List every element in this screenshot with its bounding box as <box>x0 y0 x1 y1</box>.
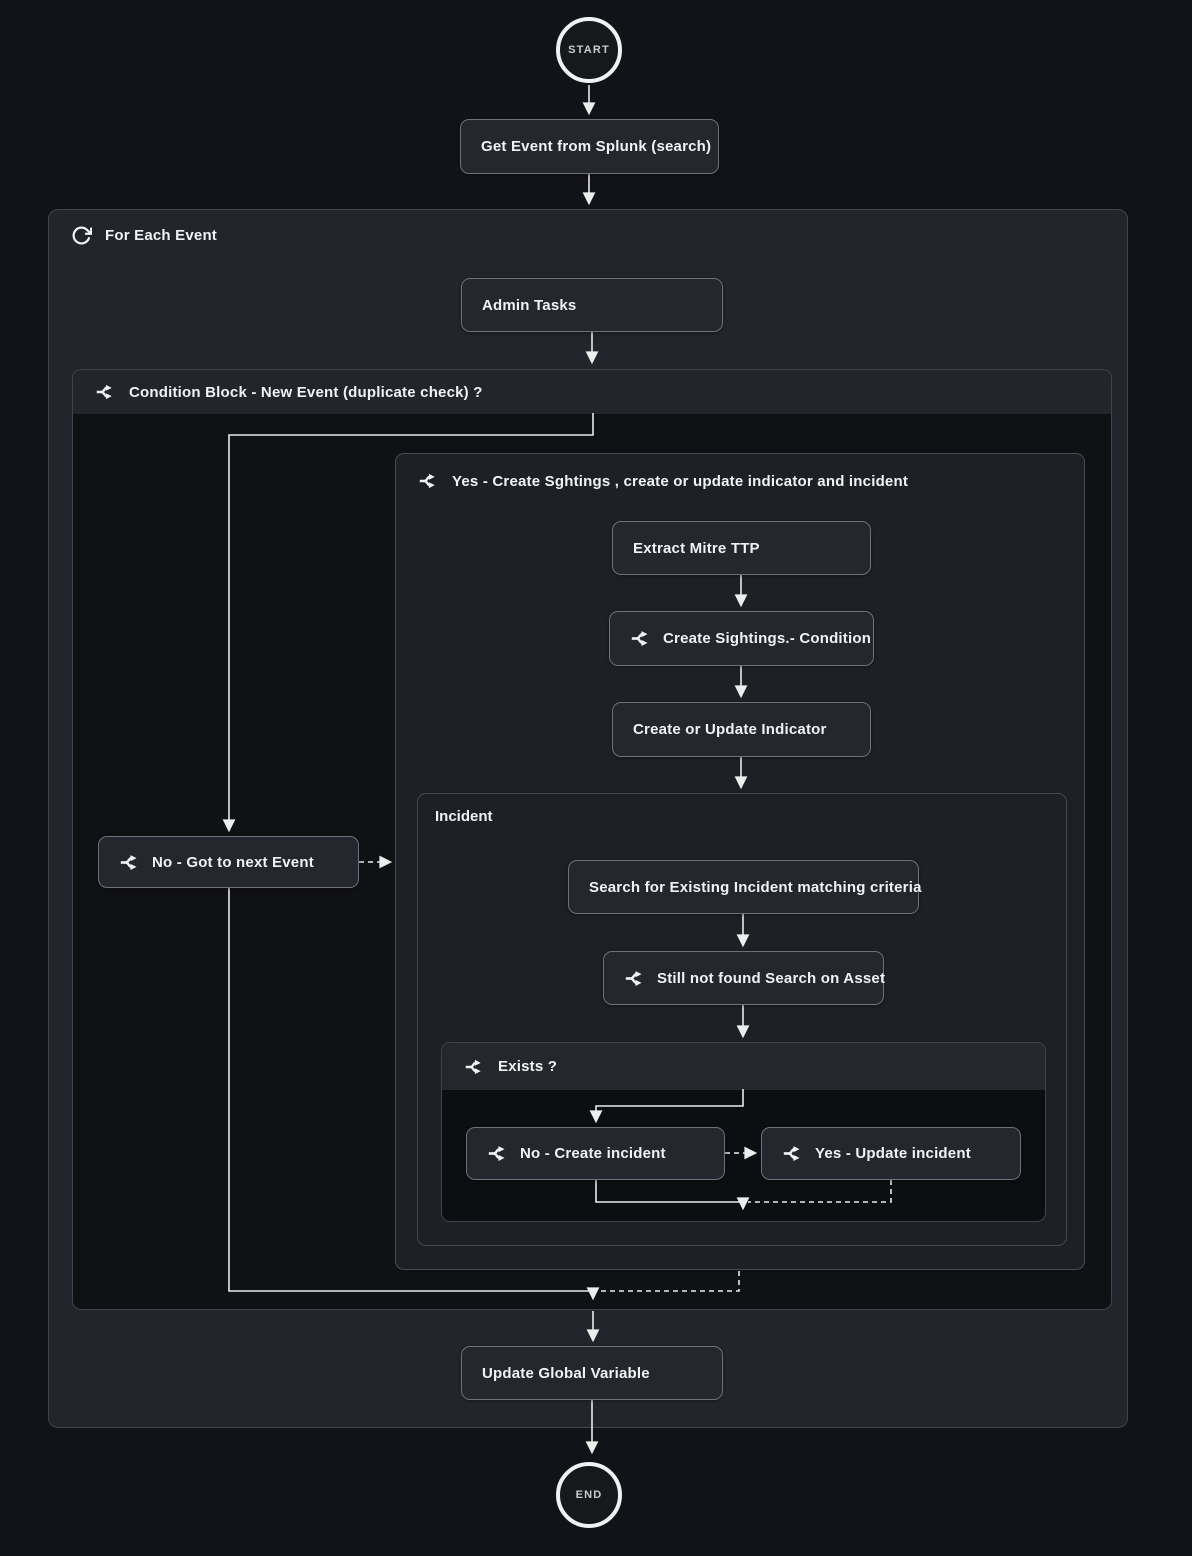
branch-icon <box>630 628 652 649</box>
node-label: Admin Tasks <box>482 296 577 314</box>
node-no-create-incident[interactable]: No - Create incident <box>466 1127 725 1180</box>
branch-icon <box>782 1143 804 1164</box>
yes-branch-label: Yes - Create Sghtings , create or update… <box>452 472 909 490</box>
branch-icon <box>418 471 439 491</box>
node-search-existing-incident[interactable]: Search for Existing Incident matching cr… <box>568 860 922 914</box>
node-yes-update-incident[interactable]: Yes - Update incident <box>761 1127 1021 1180</box>
node-label: Get Event from Splunk (search) <box>481 138 712 155</box>
start-node[interactable]: START <box>556 17 622 83</box>
for-each-event-header: For Each Event <box>49 210 1127 246</box>
yes-branch-header: Yes - Create Sghtings , create or update… <box>396 454 1084 491</box>
node-label: Yes - Update incident <box>815 1145 971 1162</box>
node-admin-tasks[interactable]: Admin Tasks <box>461 278 723 332</box>
node-label: Search for Existing Incident matching cr… <box>589 878 922 896</box>
start-label: START <box>568 44 610 56</box>
node-label: Extract Mitre TTP <box>633 539 760 557</box>
node-create-or-update-indicator[interactable]: Create or Update Indicator <box>612 702 871 757</box>
node-label: Still not found Search on Asset <box>657 969 886 987</box>
node-get-event-from-splunk[interactable]: Get Event from Splunk (search) <box>460 119 719 174</box>
node-create-sightings-condition[interactable]: Create Sightings.- Condition <box>609 611 874 666</box>
loop-icon <box>71 225 92 246</box>
incident-group-label: Incident <box>435 808 493 825</box>
branch-icon <box>95 382 116 402</box>
node-label: No - Got to next Event <box>152 853 314 871</box>
node-label: Update Global Variable <box>482 1364 650 1382</box>
condition-block-header[interactable]: Condition Block - New Event (duplicate c… <box>73 370 1111 414</box>
node-label: Create or Update Indicator <box>633 721 827 738</box>
branch-icon <box>624 968 646 989</box>
branch-icon <box>119 852 141 873</box>
node-extract-mitre-ttp[interactable]: Extract Mitre TTP <box>612 521 871 575</box>
node-update-global-variable[interactable]: Update Global Variable <box>461 1346 723 1400</box>
for-each-event-label: For Each Event <box>105 227 217 244</box>
end-label: END <box>575 1489 603 1501</box>
branch-icon <box>487 1143 509 1164</box>
end-node[interactable]: END <box>556 1462 622 1528</box>
exists-condition-label: Exists ? <box>498 1058 558 1075</box>
node-label: No - Create incident <box>520 1145 666 1162</box>
node-label: Create Sightings.- Condition <box>663 630 872 647</box>
condition-block-label: Condition Block - New Event (duplicate c… <box>129 383 483 401</box>
exists-condition-header[interactable]: Exists ? <box>442 1043 1045 1090</box>
node-still-not-found-search-on-asset[interactable]: Still not found Search on Asset <box>603 951 886 1005</box>
branch-icon <box>464 1057 485 1077</box>
node-no-got-to-next-event[interactable]: No - Got to next Event <box>98 836 359 888</box>
